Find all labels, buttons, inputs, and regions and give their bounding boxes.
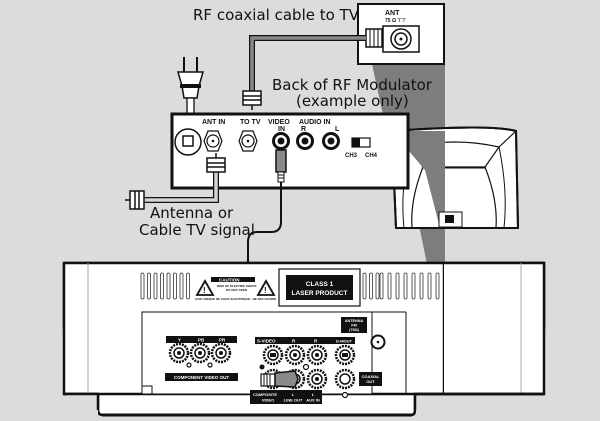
svg-text:!: ! <box>264 286 267 295</box>
caution-label: ! CAUTION RISK OF ELECTRIC SHOCK DO NOT … <box>195 277 277 301</box>
channel-switch[interactable] <box>351 137 371 148</box>
component-y-label: Y <box>178 338 181 343</box>
component-pb-jack <box>189 342 211 364</box>
svideo-label: S-VIDEO <box>257 339 276 344</box>
modulator-label-line2: (example only) <box>296 92 409 110</box>
r2-label: R <box>314 339 318 344</box>
component-video-out: Y PB PR COMPONENT VIDEO OUT <box>165 336 238 381</box>
component-caption: COMPONENT VIDEO OUT <box>174 375 230 380</box>
vent-slot <box>179 272 184 300</box>
svideo-jack <box>262 344 284 366</box>
video-in-label-line2: IN <box>278 126 285 133</box>
component-pb-label: PB <box>198 338 205 343</box>
video-in-jack <box>272 132 290 150</box>
ch3-label: CH3 <box>345 153 358 159</box>
video-cable-plug-top <box>275 149 287 183</box>
ant-in-label: ANT IN <box>202 119 225 126</box>
composite-video-label-line2: VIDEO <box>262 398 274 403</box>
television <box>390 126 520 229</box>
vent-slot <box>173 272 177 300</box>
component-pr-jack <box>210 342 232 364</box>
vent-slot <box>140 272 145 300</box>
audio-r-out-jack <box>284 344 306 366</box>
audio-l-jack <box>322 132 340 150</box>
rf-cable-label: RF coaxial cable to TV <box>193 6 360 24</box>
coaxial-out-label-line2: OUT <box>366 379 375 384</box>
antenna-cable-connector-end <box>125 190 145 210</box>
r1-label: R <box>292 339 296 344</box>
fm-antenna-label-line1: ANTENNA <box>345 319 364 323</box>
video-cable-plug-bottom <box>260 370 299 388</box>
to-tv-jack <box>238 130 258 152</box>
vent-slot <box>435 272 440 300</box>
caution-line2: DO NOT OPEN <box>226 288 247 292</box>
audio-l-label: L <box>335 126 340 133</box>
composite-video-label-line1: COMPOSITE <box>253 392 277 397</box>
aux-l-in-jack <box>306 368 328 390</box>
laser-product-label: CLASS 1 LASER PRODUCT <box>278 268 361 307</box>
vent-slot <box>362 272 367 300</box>
vent-slot <box>379 272 384 300</box>
to-tv-label: TO TV <box>240 119 261 126</box>
component-y-jack <box>168 342 190 364</box>
rf-modulator: ANT IN TO TV VIDEO IN AUDIO IN R L <box>170 112 410 190</box>
antenna-label-line2: Cable TV signal <box>139 221 255 239</box>
vent-slots-middle <box>362 272 380 300</box>
vent-slot <box>387 272 392 300</box>
svg-text:!: ! <box>203 286 206 295</box>
rf-cable-connector <box>242 90 262 110</box>
antenna-cable-connector-top <box>206 153 226 173</box>
laser-label-line2: LASER PRODUCT <box>292 290 348 297</box>
caution-line3: AVIS: RISQUE DE CHOC ELECTRIQUE - NE PAS… <box>195 297 277 301</box>
vent-slot <box>160 272 164 300</box>
coaxial-out-label-line1: COAXIAL <box>362 374 381 379</box>
vent-slot <box>147 272 151 300</box>
ch4-label: CH4 <box>365 153 378 159</box>
audio-r-jack <box>296 132 314 150</box>
aux-in-label: AUX IN <box>306 398 320 403</box>
fm-antenna-jack <box>370 334 386 350</box>
video-in-label-line1: VIDEO <box>268 119 290 126</box>
line-out-l-label: L <box>292 392 295 397</box>
vent-slot <box>395 272 400 300</box>
caution-title: CAUTION <box>219 278 240 283</box>
caution-line1: RISK OF ELECTRIC SHOCK <box>217 284 258 288</box>
line-out-label: LINE OUT <box>284 398 303 403</box>
modulator-label-line1: Back of RF Modulator <box>272 76 433 94</box>
vent-slot <box>427 272 432 300</box>
vent-slot <box>411 272 416 300</box>
tv-jack-label: ANT <box>385 10 400 17</box>
vent-slot <box>186 272 190 300</box>
vent-slots-right <box>379 272 440 300</box>
digital-out-jack <box>334 344 356 366</box>
vent-slot <box>375 272 380 300</box>
vent-slot <box>153 272 158 300</box>
vent-slot <box>166 272 171 300</box>
antenna-label-line1: Antenna or <box>150 204 234 222</box>
tv-jack-sublabel: 75 Ω ⊤⊤ <box>385 18 407 24</box>
vent-slot <box>419 272 424 300</box>
vent-slot <box>403 272 408 300</box>
digital-out-label: D-MOUT <box>336 339 353 344</box>
tv-antenna-jack-inset: ANT 75 Ω ⊤⊤ <box>357 3 445 65</box>
audio-r-label: R <box>301 126 306 133</box>
aux-in-l-label: L <box>312 392 315 397</box>
component-pr-label: PR <box>219 338 226 343</box>
aux-r-in-jack <box>306 344 328 366</box>
audio-in-label: AUDIO IN <box>299 119 331 126</box>
ant-in-jack <box>203 130 223 152</box>
laser-label-line1: CLASS 1 <box>306 281 334 288</box>
fm-antenna-label-line3: (75Ω) <box>349 328 360 332</box>
vent-slots-left <box>140 272 190 300</box>
vent-slot <box>369 272 373 300</box>
fm-antenna-label-line2: FM <box>351 324 356 328</box>
coaxial-out-jack <box>334 368 356 390</box>
